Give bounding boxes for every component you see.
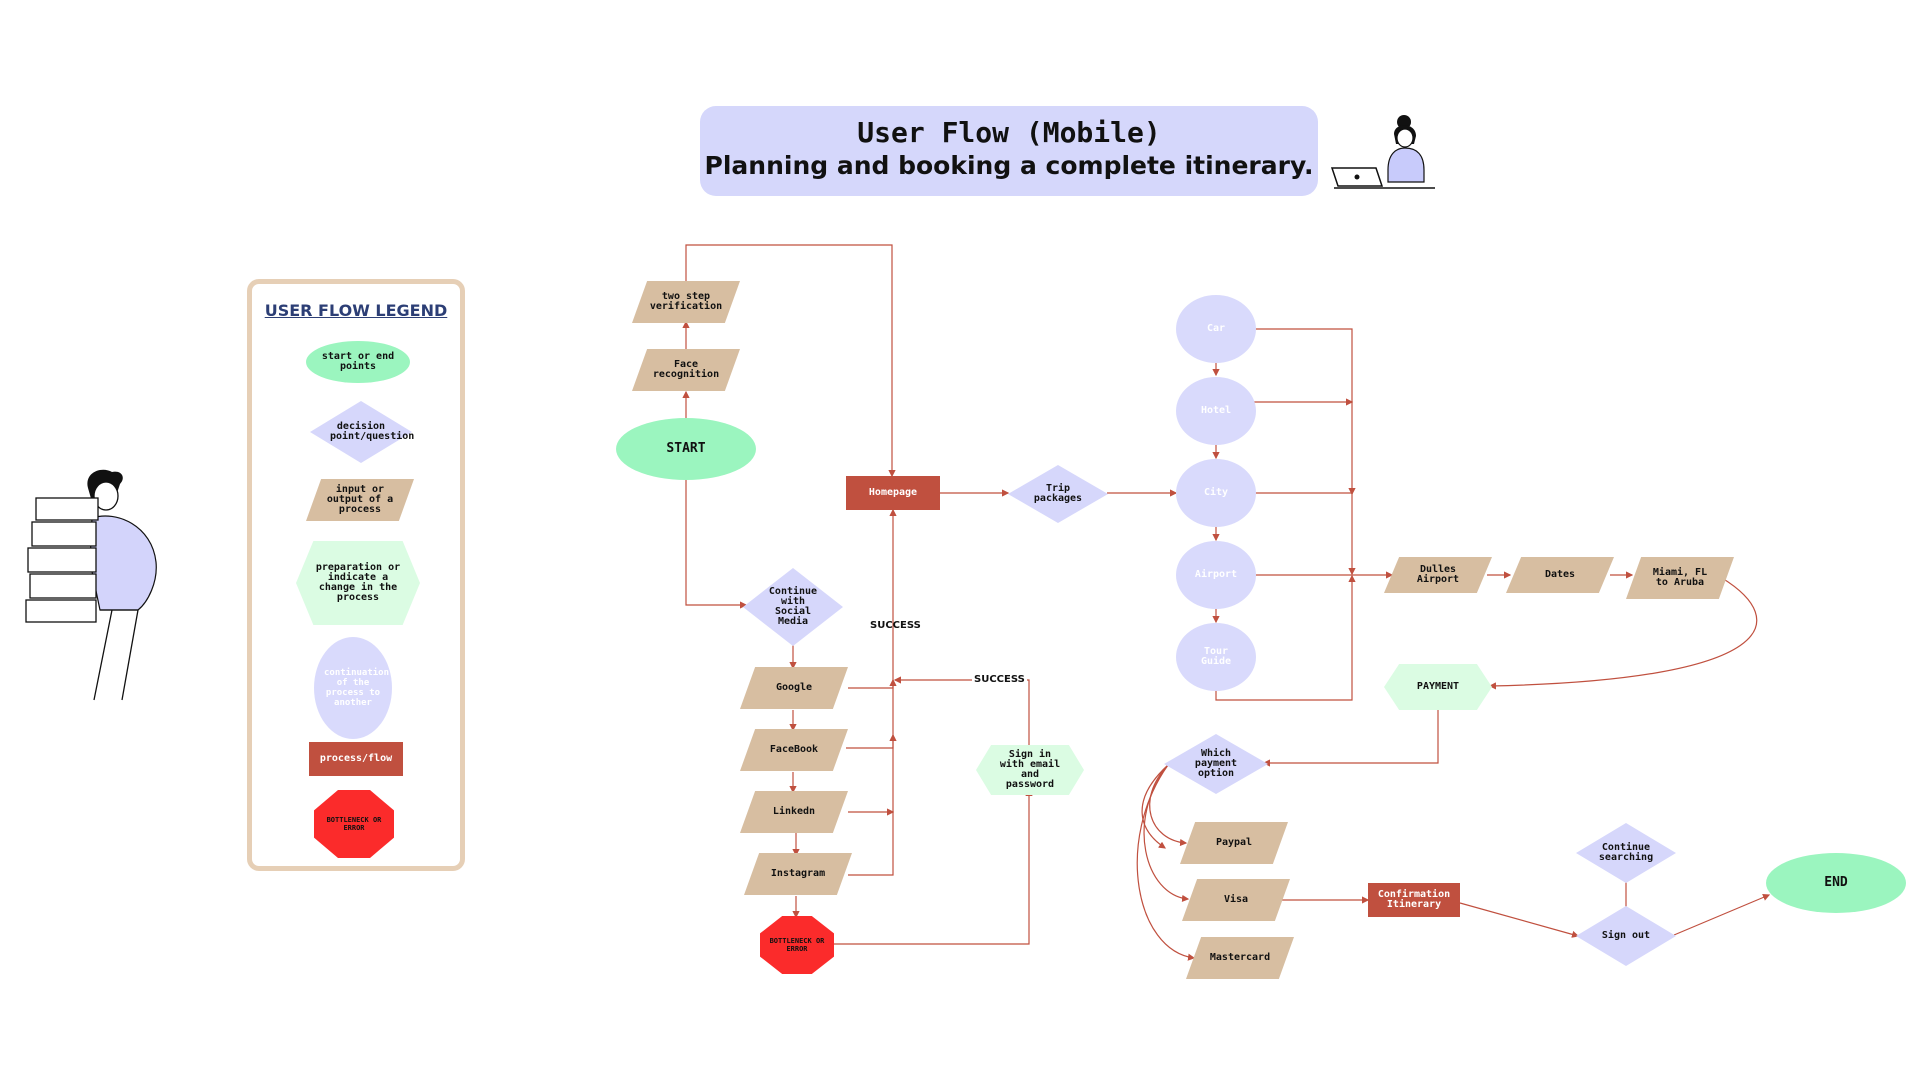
- node-instagram: Instagram: [744, 853, 852, 895]
- label-success-1: SUCCESS: [870, 620, 921, 631]
- page-title: User Flow (Mobile): [857, 116, 1161, 149]
- connector-signin-homepage: [893, 676, 1030, 748]
- node-continue-searching: Continue searching: [1576, 823, 1676, 883]
- connector-bottleneck-signin: [832, 788, 1033, 945]
- legend-decision: decision point/question: [310, 401, 414, 463]
- node-dates: Dates: [1506, 557, 1614, 593]
- connector-confirmation-signout: [1459, 902, 1580, 938]
- connector-signout-end: [1673, 894, 1771, 936]
- page-subtitle: Planning and booking a complete itinerar…: [704, 151, 1314, 180]
- legend-terminal: start or end points: [306, 341, 410, 383]
- node-dulles-airport: Dulles Airport: [1384, 557, 1492, 593]
- node-confirmation-itinerary: Confirmation Itinerary: [1368, 883, 1460, 917]
- connector-payment-which: [1262, 710, 1439, 767]
- node-start: START: [616, 418, 756, 480]
- legend-prep: preparation or indicate a change in the …: [296, 541, 420, 625]
- node-airport: Airport: [1176, 541, 1256, 609]
- connector-miami-payment: [1488, 577, 1758, 690]
- connector-instagram-homepage: [848, 678, 897, 876]
- node-face-recognition: Face recognition: [632, 349, 740, 391]
- node-miami-aruba: Miami, FL to Aruba: [1626, 557, 1734, 599]
- node-car: Car: [1176, 295, 1256, 363]
- connector-car-bus: [1252, 328, 1356, 496]
- legend-panel: USER FLOW LEGEND: [247, 279, 465, 871]
- title-banner: User Flow (Mobile) Planning and booking …: [700, 106, 1318, 196]
- label-success-2: SUCCESS: [972, 674, 1027, 685]
- connector-which-extra: [1141, 764, 1169, 849]
- node-hotel: Hotel: [1176, 377, 1256, 445]
- connector-which-mastercard: [1136, 764, 1196, 961]
- node-bottleneck-error: BOTTLENECK OR ERROR: [760, 916, 834, 974]
- person-carrying-boxes-illustration: [25, 469, 157, 701]
- node-homepage: Homepage: [846, 476, 940, 510]
- node-paypal: Paypal: [1180, 822, 1288, 864]
- connector-facebook-homepage: [846, 733, 897, 749]
- node-trip-packages: Trip packages: [1008, 465, 1108, 523]
- node-mastercard: Mastercard: [1186, 937, 1294, 979]
- node-google: Google: [740, 667, 848, 709]
- legend-io: input or output of a process: [306, 479, 414, 521]
- connector-twostep-homepage: [685, 244, 896, 478]
- node-visa: Visa: [1182, 879, 1290, 921]
- legend-process: process/flow: [309, 742, 403, 776]
- connector-city-bus: [1252, 492, 1356, 576]
- node-end: END: [1766, 853, 1906, 913]
- node-payment: PAYMENT: [1384, 664, 1492, 710]
- node-two-step-verification: two step verification: [632, 281, 740, 323]
- connector-which-paypal: [1149, 764, 1188, 847]
- node-linkedin: Linkedn: [740, 791, 848, 833]
- legend-bottleneck: BOTTLENECK OR ERROR: [314, 790, 394, 858]
- node-city: City: [1176, 459, 1256, 527]
- legend-continuation: continuation of the process to another: [314, 637, 392, 739]
- connector-tour-bus: [1215, 574, 1356, 701]
- connector-start-social: [685, 478, 748, 609]
- node-which-payment: Which payment option: [1164, 734, 1268, 794]
- node-tour-guide: Tour Guide: [1176, 623, 1256, 691]
- legend-title: USER FLOW LEGEND: [264, 301, 448, 320]
- connector-google-homepage: [848, 508, 897, 689]
- node-continue-social-media: Continue with Social Media: [743, 568, 843, 646]
- node-sign-in-email: Sign in with email and password: [976, 745, 1084, 795]
- node-sign-out: Sign out: [1576, 906, 1676, 966]
- woman-at-laptop-illustration: [1330, 115, 1435, 189]
- node-facebook: FaceBook: [740, 729, 848, 771]
